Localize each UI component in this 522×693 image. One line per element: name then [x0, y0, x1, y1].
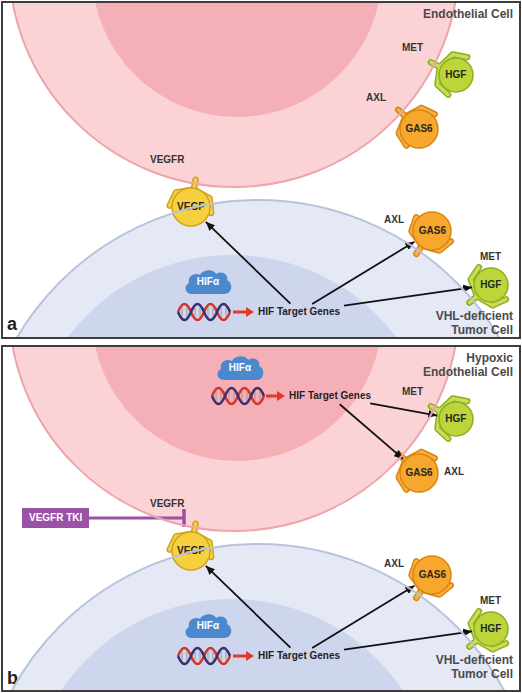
line-part: [266, 395, 278, 398]
ligand-fill: [413, 212, 451, 250]
receptor-label: AXL: [384, 214, 404, 226]
ligand-name: HGF: [445, 69, 466, 81]
ligand-fill: [400, 454, 438, 492]
ligand-circle: HGF: [438, 401, 474, 437]
cloud-fill: [185, 270, 231, 294]
polygon-part: [277, 391, 285, 401]
ligand-name: HGF: [480, 279, 501, 291]
receptor-label: MET: [480, 251, 501, 263]
signal-arrow: [312, 242, 414, 304]
ligand-name: GAS6: [419, 569, 446, 581]
label-anchor: AXL: [384, 558, 404, 570]
cell-membrane: [3, 3, 519, 193]
ligand-name: GAS6: [405, 467, 432, 479]
ligand-circle: GAS6: [412, 211, 452, 251]
receptor-label: AXL: [444, 466, 464, 478]
label-anchor: AXL: [366, 92, 386, 104]
label-anchor: MET: [480, 595, 501, 607]
label-anchor: MET: [480, 251, 501, 263]
panel-letter: a: [7, 314, 17, 334]
use-part: [3, 347, 519, 690]
receptor-label: VEGFR: [150, 498, 184, 510]
use-part: [3, 3, 519, 337]
label-anchor: AXL: [444, 466, 464, 478]
cloud-fill: [185, 614, 231, 638]
ligand-circle: HGF: [473, 267, 509, 303]
ligand-fill: [439, 58, 473, 92]
ligand-name: HGF: [480, 623, 501, 635]
membrane-outline: [9, 3, 459, 187]
cell-name: Hypoxic Endothelial Cell: [407, 351, 513, 379]
ligand-fill: [413, 556, 451, 594]
cell-name: VHL-deficient Tumor Cell: [425, 309, 513, 337]
gene-label-box: HIF Target Genes: [287, 389, 373, 403]
ligand-name: GAS6: [419, 225, 446, 237]
ligand-circle: GAS6: [399, 109, 439, 149]
inhibitor-box: VEGFR TKI: [22, 508, 89, 528]
signal-arrow: [344, 287, 472, 305]
drug-name: VEGFR TKI: [29, 512, 82, 524]
membrane-outline: [9, 347, 459, 531]
ligand-circle: HGF: [473, 611, 509, 647]
label-anchor: MET: [402, 386, 423, 398]
cloud-fill: [217, 356, 263, 380]
panel-a-cells: [3, 3, 519, 337]
ligand-name: HGF: [445, 413, 466, 425]
signal-arrow: [344, 631, 472, 649]
protein-name: HIFα: [197, 620, 219, 632]
ligand-name: GAS6: [405, 123, 432, 135]
receptor-label: AXL: [384, 558, 404, 570]
receptor-label: MET: [480, 595, 501, 607]
ligand-circle: GAS6: [412, 555, 452, 595]
gene-label: HIF Target Genes: [258, 306, 340, 318]
hif-cloud: HIFα: [182, 268, 234, 296]
gene-label: HIF Target Genes: [289, 390, 371, 402]
protein-name: HIFα: [229, 362, 251, 374]
ligand-fill: [439, 402, 473, 436]
ligand-circle: HGF: [438, 57, 474, 93]
membrane-outline: [3, 544, 519, 690]
receptor-label: MET: [402, 386, 423, 398]
figure-panel: aEndothelial CellHGFGAS6VEGFVHL-deficien…: [1, 1, 521, 339]
label-anchor: AXL: [384, 214, 404, 226]
ligand-fill: [474, 268, 508, 302]
use-part: [212, 388, 264, 404]
label-anchor: VEGFR: [150, 498, 184, 510]
gene-label-box: HIF Target Genes: [256, 305, 342, 319]
panel-b-cells: [3, 347, 519, 690]
signal-arrow: [312, 586, 414, 648]
gene-label: HIF Target Genes: [258, 650, 340, 662]
label-anchor: VEGFR: [150, 154, 184, 166]
figure-panel: bHypoxic Endothelial CellHIFαHIF Target …: [1, 345, 521, 692]
gene-label-box: HIF Target Genes: [256, 649, 342, 663]
signal-arrow: [340, 404, 403, 459]
cell-body: Endothelial Cell: [3, 3, 519, 193]
receptor-label: AXL: [366, 92, 386, 104]
ligand-fill: [400, 110, 438, 148]
protein-name: HIFα: [197, 276, 219, 288]
membrane-outline: [3, 200, 519, 337]
ligand-circle: GAS6: [399, 453, 439, 493]
receptor-label: MET: [402, 42, 423, 54]
ligand-fill: [474, 612, 508, 646]
cell-name: VHL-deficient Tumor Cell: [425, 653, 513, 681]
panel-letter: b: [7, 668, 18, 688]
receptor-label: VEGFR: [150, 154, 184, 166]
hif-cloud: HIFα: [182, 612, 234, 640]
signal-arrow: [370, 403, 437, 415]
hif-cloud: HIFα: [214, 354, 266, 382]
label-anchor: MET: [402, 42, 423, 54]
cell-name: Endothelial Cell: [407, 7, 513, 21]
